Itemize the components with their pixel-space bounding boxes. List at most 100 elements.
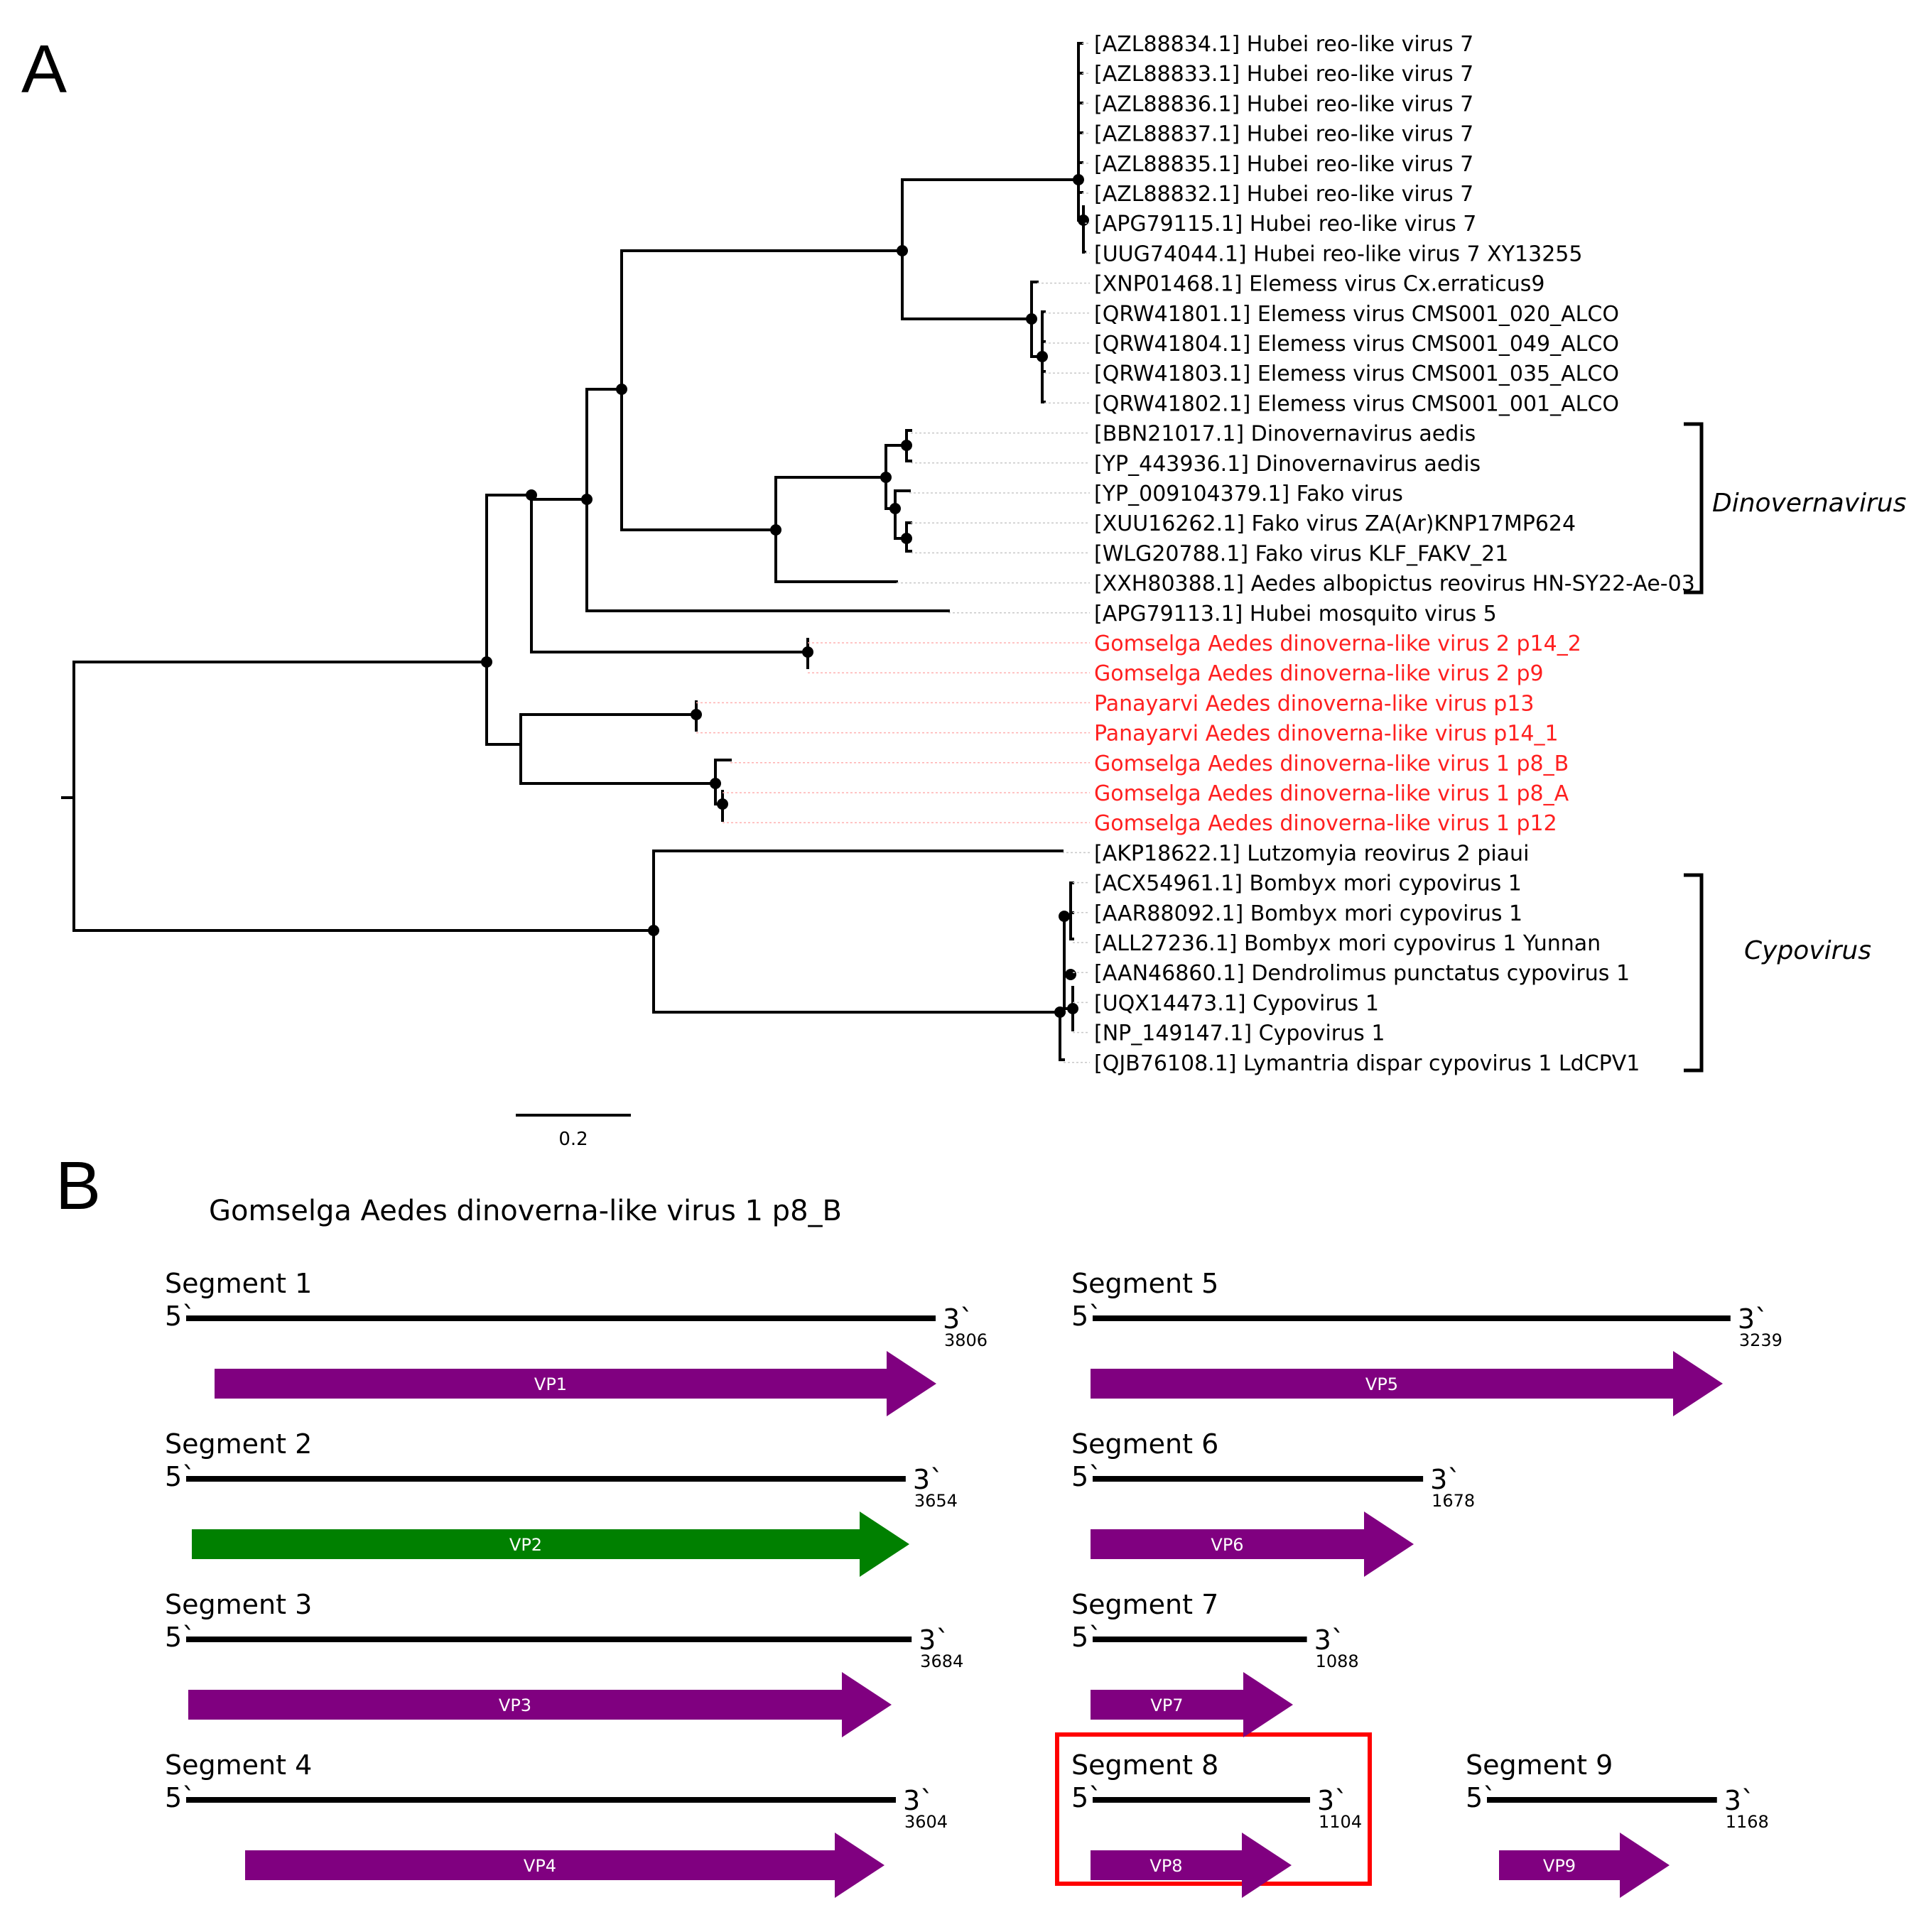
protein-arrow	[1091, 1833, 1292, 1898]
tip-label: Gomselga Aedes dinoverna-like virus 2 p9	[1094, 661, 1544, 686]
node-marker	[481, 656, 492, 668]
tip-label: [XNP01468.1] Elemess virus Cx.erraticus9	[1094, 272, 1544, 297]
tip-label: [APG79115.1] Hubei reo-like virus 7	[1094, 212, 1476, 237]
tip-label: [QRW41804.1] Elemess virus CMS001_049_AL…	[1094, 332, 1619, 357]
node-marker	[1054, 1006, 1066, 1018]
fako-b-tips	[905, 521, 912, 553]
tip-label: [AZL88837.1] Hubei reo-like virus 7	[1094, 122, 1473, 147]
tip-label: [UQX14473.1] Cypovirus 1	[1094, 991, 1379, 1016]
panel-a-letter: A	[21, 31, 67, 107]
tip-label: [AAN46860.1] Dendrolimus punctatus cypov…	[1094, 961, 1630, 986]
clade-bracket	[1684, 422, 1704, 595]
node-marker	[1059, 911, 1070, 922]
protein-arrow	[1091, 1512, 1414, 1577]
three-prime-label: 3`	[1738, 1303, 1768, 1335]
node-marker	[717, 798, 728, 810]
protein-label: VP4	[524, 1856, 556, 1876]
protein-arrow	[1499, 1833, 1670, 1898]
panel-b-letter: B	[55, 1148, 101, 1224]
segment-8-highlight-box	[1055, 1732, 1372, 1886]
clade-label: Dinovernavirus	[1712, 489, 1906, 518]
segment-length-label: 1088	[1316, 1651, 1359, 1671]
tip-label: [YP_009104379.1] Fako virus	[1094, 482, 1403, 506]
scale-bar: 0.2	[516, 1114, 631, 1150]
clade-bracket	[1684, 873, 1704, 1073]
node-marker	[770, 524, 781, 536]
three-prime-label: 3`	[919, 1624, 949, 1656]
protein-label: VP8	[1149, 1856, 1182, 1876]
three-prime-label: 3`	[903, 1785, 934, 1816]
node-marker	[526, 489, 537, 501]
segment-title: Segment 3	[165, 1589, 312, 1620]
scale-bar-label: 0.2	[558, 1129, 588, 1150]
tip-label: [BBN21017.1] Dinovernavirus aedis	[1094, 422, 1476, 447]
three-prime-label: 3`	[943, 1303, 973, 1335]
tip-label: Gomselga Aedes dinoverna-like virus 1 p8…	[1094, 751, 1569, 776]
protein-label: VP1	[534, 1374, 567, 1394]
tip-label: [XUU16262.1] Fako virus ZA(Ar)KNP17MP624	[1094, 511, 1576, 536]
node-marker	[1067, 1003, 1078, 1014]
phylogenetic-tree	[61, 42, 1086, 1061]
tip-label: [WLG20788.1] Fako virus KLF_FAKV_21	[1094, 541, 1508, 566]
tip-label: [APG79113.1] Hubei mosquito virus 5	[1094, 602, 1497, 626]
segment-title: Segment 6	[1071, 1428, 1218, 1460]
node-marker	[901, 440, 912, 451]
protein-label: VP7	[1150, 1695, 1183, 1715]
tip-label: [QRW41802.1] Elemess virus CMS001_001_AL…	[1094, 391, 1619, 416]
tip-label: [AKP18622.1] Lutzomyia reovirus 2 piaui	[1094, 841, 1529, 866]
tip-label: [NP_149147.1] Cypovirus 1	[1094, 1021, 1385, 1046]
tip-label: [QJB76108.1] Lymantria dispar cypovirus …	[1094, 1051, 1640, 1076]
node-marker	[901, 533, 912, 544]
segment-title: Segment 1	[165, 1268, 312, 1299]
elemess-tips	[1041, 310, 1046, 403]
node-marker	[1026, 313, 1037, 325]
genome-title: Gomselga Aedes dinoverna-like virus 1 p8…	[209, 1195, 842, 1227]
tip-label: [UUG74044.1] Hubei reo-like virus 7 XY13…	[1094, 242, 1582, 266]
tip-label: Gomselga Aedes dinoverna-like virus 2 p1…	[1094, 631, 1581, 656]
node-marker	[1065, 969, 1076, 980]
protein-label: VP5	[1365, 1374, 1398, 1394]
tip-label: [QRW41801.1] Elemess virus CMS001_020_AL…	[1094, 302, 1619, 327]
node-marker	[889, 503, 901, 514]
tip-label: Panayarvi Aedes dinoverna-like virus p13	[1094, 691, 1535, 716]
node-marker	[581, 494, 593, 505]
tip-label: [ALL27236.1] Bombyx mori cypovirus 1 Yun…	[1094, 931, 1601, 956]
three-prime-label: 3`	[913, 1464, 943, 1495]
dino-aedis-tips	[905, 429, 912, 462]
protein-arrow	[1091, 1351, 1723, 1416]
node-marker	[616, 384, 627, 395]
protein-arrow	[245, 1833, 884, 1898]
segment-title: Segment 5	[1071, 1268, 1218, 1299]
segment-length-label: 1678	[1432, 1491, 1475, 1511]
segment-length-label: 3684	[920, 1651, 963, 1671]
protein-label: VP2	[509, 1535, 542, 1555]
protein-label: VP6	[1211, 1535, 1243, 1555]
hubei-tips	[1077, 42, 1083, 194]
protein-label: VP9	[1543, 1856, 1576, 1876]
three-prime-label: 3`	[1314, 1624, 1345, 1656]
node-marker	[1037, 351, 1048, 362]
tip-label: [YP_443936.1] Dinovernavirus aedis	[1094, 452, 1481, 477]
node-marker	[880, 472, 892, 483]
node-marker	[897, 245, 908, 256]
tip-label: [ACX54961.1] Bombyx mori cypovirus 1	[1094, 872, 1522, 896]
three-prime-label: 3`	[1724, 1785, 1755, 1816]
tip-label: [QRW41803.1] Elemess virus CMS001_035_AL…	[1094, 362, 1619, 386]
node-marker	[691, 709, 702, 720]
tip-label: [XXH80388.1] Aedes albopictus reovirus H…	[1094, 572, 1695, 597]
tip-label: [AAR88092.1] Bombyx mori cypovirus 1	[1094, 901, 1522, 926]
tip-labels: [AZL88834.1] Hubei reo-like virus 7[AZL8…	[1094, 32, 1695, 1076]
segment-length-label: 1104	[1319, 1812, 1362, 1832]
segment-title: Segment 7	[1071, 1589, 1218, 1620]
node-marker	[1073, 174, 1084, 185]
tip-label: Gomselga Aedes dinoverna-like virus 1 p8…	[1094, 781, 1569, 806]
node-marker	[710, 778, 721, 789]
segment-length-label: 3604	[904, 1812, 948, 1832]
segment-length-label: 1168	[1726, 1812, 1769, 1832]
node-marker	[648, 925, 659, 936]
protein-label: VP3	[499, 1695, 531, 1715]
node-markers	[481, 174, 1089, 1018]
